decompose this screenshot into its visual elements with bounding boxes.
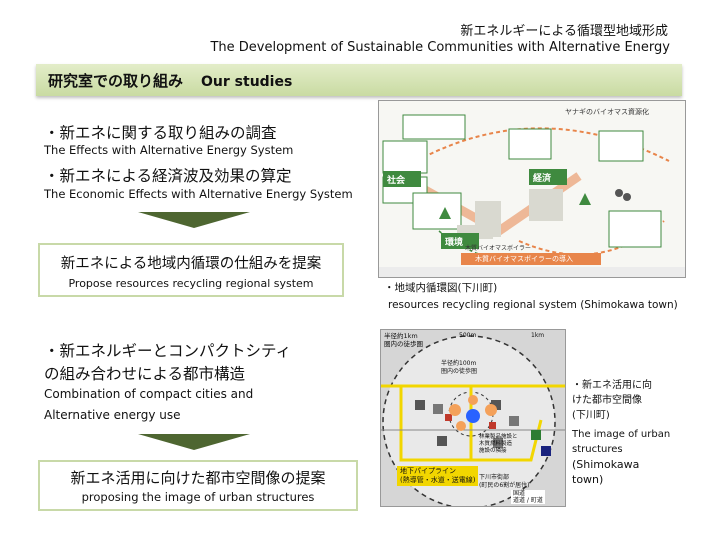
- proposal-1-jp: 新エネによる地域内循環の仕組みを提案: [60, 256, 322, 272]
- down-arrow-icon: [138, 212, 250, 228]
- study-item-2-en: The Economic Effects with Alternative En…: [44, 187, 353, 201]
- study-item-3-en-line1: Combination of compact cities and: [44, 387, 254, 401]
- diagram-society-label: 社会: [387, 176, 406, 186]
- map-facility-2: 木質燃料製造: [479, 441, 513, 447]
- study-item-3-en-line2: Alternative energy use: [44, 408, 181, 422]
- diagram-top-label: ヤナギのバイオマス資源化: [565, 108, 649, 116]
- map-town-label: 下川市街部(町民の6割が居住): [479, 474, 530, 490]
- proposal-box-2: 新エネ活用に向けた都市空間像の提案 proposing the image of…: [38, 460, 358, 511]
- map-legend-2: 道道 / 町道: [513, 497, 543, 504]
- section-bar: 研究室での取り組み Our studies: [36, 64, 682, 96]
- figure2-caption-en-line4: town): [572, 473, 604, 486]
- figure2-caption-en-line3: (Shimokawa: [572, 458, 640, 471]
- map-legend: 国道道道 / 町道: [511, 490, 545, 504]
- diagram-environment-label: 環境: [445, 238, 464, 248]
- proposal-box-1: 新エネによる地域内循環の仕組みを提案 Propose resources rec…: [38, 243, 344, 297]
- figure1-caption-jp: ・地域内循環図(下川町): [384, 282, 498, 294]
- figure2-caption-en-line1: The image of urban: [572, 429, 671, 440]
- map-radius-1km-text: 半径約1km: [384, 332, 418, 340]
- recycling-diagram-svg: [379, 101, 685, 277]
- map-radius-1km-sub: 圏内の徒歩圏: [384, 340, 423, 348]
- proposal-2-jp: 新エネ活用に向けた都市空間像の提案: [70, 469, 326, 487]
- diagram-introduce-label: 木質バイオマスボイラーの導入: [475, 255, 573, 263]
- down-arrow-icon: [138, 434, 250, 450]
- recycling-diagram: ヤナギのバイオマス資源化 社会 経済 環境 木質バイオマスボイラー 木質バイオマ…: [378, 100, 686, 278]
- figure2-caption-line1: ・新エネ活用に向: [572, 380, 652, 391]
- map-scale-500: 500m: [459, 332, 477, 339]
- map-town-text: 下川市街部: [479, 474, 510, 481]
- figure1-caption-en: resources recycling regional system (Shi…: [388, 299, 678, 311]
- map-pipeline-label: 地下パイプライン(熱導管・水道・送電線): [397, 466, 479, 486]
- map-pipeline-text: 地下パイプライン: [400, 467, 456, 475]
- diagram-boiler-label: 木質バイオマスボイラー: [465, 245, 532, 252]
- study-item-3-jp-line2: の組み合わせによる都市構造: [44, 365, 246, 383]
- study-item-3-jp-line1: ・新エネルギーとコンパクトシティ: [44, 342, 292, 360]
- figure2-caption: ・新エネ活用に向 けた都市空間像 (下川町) The image of urba…: [572, 378, 670, 487]
- section-title-en: Our studies: [201, 74, 293, 90]
- study-item-1-jp: ・新エネに関する取り組みの調査: [44, 124, 277, 142]
- map-pipeline-sub: (熱導管・水道・送電線): [400, 476, 476, 484]
- map-facility-label: 林業製品施設と木質燃料製造施設の隣接: [479, 434, 518, 455]
- diagram-economy-label: 経済: [533, 174, 552, 184]
- proposal-2-en: proposing the image of urban structures: [81, 490, 315, 504]
- study-item-2-jp: ・新エネによる経済波及効果の算定: [44, 167, 292, 185]
- figure2-caption-line2: けた都市空間像: [572, 395, 642, 406]
- section-title-jp: 研究室での取り組み: [48, 72, 184, 90]
- study-item-1-en: The Effects with Alternative Energy Syst…: [44, 143, 294, 157]
- map-scale-1km: 1km: [531, 332, 545, 339]
- header-title-jp: 新エネルギーによる循環型地域形成: [460, 24, 668, 39]
- header-title-en: The Development of Sustainable Communiti…: [210, 40, 670, 55]
- map-radius-100m-text: 半径約100m: [441, 360, 477, 367]
- section-title: 研究室での取り組み Our studies: [48, 70, 292, 91]
- proposal-1-en: Propose resources recycling regional sys…: [68, 277, 314, 290]
- map-town-sub: (町民の6割が居住): [479, 482, 530, 489]
- map-legend-1: 国道: [513, 490, 526, 497]
- map-facility-3: 施設の隣接: [479, 448, 507, 454]
- map-facility-1: 林業製品施設と: [479, 434, 518, 440]
- figure2-caption-en-line2: structures: [572, 444, 623, 455]
- map-radius-100m-sub: 圏内の徒歩圏: [441, 368, 478, 375]
- figure2-caption-line3: (下川町): [572, 410, 610, 421]
